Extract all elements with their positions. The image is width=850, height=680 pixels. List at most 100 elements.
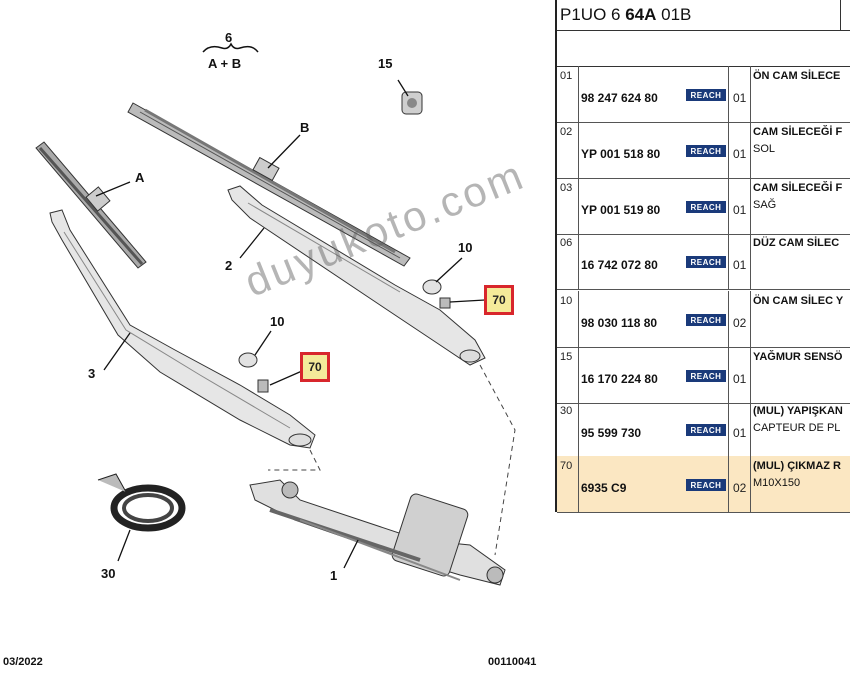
quantity: 02 — [733, 481, 747, 495]
part-cell: 16 742 072 80 REACH — [579, 233, 729, 289]
description-line-2: SOL — [753, 143, 776, 155]
table-subheader — [557, 30, 850, 67]
callout-10b: 10 — [270, 314, 285, 329]
description-line-1: YAĞMUR SENSÖ — [753, 351, 843, 363]
qty-cell: 02 — [729, 456, 751, 512]
part-number[interactable]: 98 030 118 80 — [581, 316, 658, 330]
part-number[interactable]: YP 001 518 80 — [581, 147, 661, 161]
part-cell: 95 599 730 REACH — [579, 401, 729, 457]
description-line-1: CAM SİLECEĞİ F — [753, 126, 843, 138]
qty-cell: 02 — [729, 291, 751, 347]
callout-30: 30 — [101, 566, 116, 581]
qty-cell: 01 — [729, 122, 751, 178]
description-line-2: CAPTEUR DE PL — [753, 422, 841, 434]
exploded-view-drawing — [35, 42, 516, 586]
reach-badge: REACH — [686, 424, 726, 436]
quantity: 01 — [733, 91, 747, 105]
reach-badge: REACH — [686, 479, 726, 491]
qty-cell: 01 — [729, 233, 751, 289]
rain-sensor-15 — [401, 91, 423, 115]
callout-6: 6 — [225, 30, 233, 45]
description-line-1: DÜZ CAM SİLEC — [753, 237, 840, 249]
part-number[interactable]: 16 742 072 80 — [581, 258, 658, 272]
qty-cell: 01 — [729, 401, 751, 457]
desc-cell: CAM SİLECEĞİ F SOL — [751, 122, 850, 178]
ref-number: 06 — [560, 237, 573, 249]
quantity: 01 — [733, 147, 747, 161]
ref-cell: 10 — [557, 291, 579, 347]
ref-cell: 70 — [557, 456, 579, 512]
reach-badge: REACH — [686, 145, 726, 157]
catalog-code: P1UO 6 64A 01B — [560, 5, 691, 25]
parts-diagram: 6 A + B 15 B A 2 10 10 3 30 1 70 70 duyu… — [3, 30, 536, 668]
cap-10a — [422, 279, 442, 295]
quantity: 01 — [733, 426, 747, 440]
quantity: 02 — [733, 316, 747, 330]
description-line-2: SAĞ — [753, 199, 777, 211]
highlight-70b: 70 — [300, 352, 330, 382]
callout-a-plus-b: A + B — [208, 56, 242, 71]
quantity: 01 — [733, 372, 747, 386]
table-row[interactable]: 02 YP 001 518 80 REACH 01 CAM SİLECEĞİ F SOL — [557, 122, 850, 179]
ref-number: 02 — [560, 126, 573, 138]
qty-cell: 01 — [729, 178, 751, 234]
wiper-blade-a — [35, 141, 147, 269]
callout-b: B — [300, 120, 310, 135]
part-number[interactable]: 16 170 224 80 — [581, 372, 658, 386]
callout-3: 3 — [88, 366, 96, 381]
desc-cell: ÖN CAM SİLECE — [751, 66, 850, 122]
description-line-1: (MUL) ÇIKMAZ R — [753, 460, 841, 472]
table-row[interactable]: 30 95 599 730 REACH 01 (MUL) YAPIŞKAN CAPTEUR… — [557, 401, 850, 458]
description-line-1: (MUL) YAPIŞKAN — [753, 405, 843, 417]
quantity: 01 — [733, 203, 747, 217]
desc-cell: CAM SİLECEĞİ F SAĞ — [751, 178, 850, 234]
ref-number: 30 — [560, 405, 573, 417]
table-row[interactable]: 01 98 247 624 80 REACH 01 ÖN CAM SİLECE — [557, 66, 850, 123]
reach-badge: REACH — [686, 89, 726, 101]
description-line-1: CAM SİLECEĞİ F — [753, 182, 843, 194]
qty-cell: 01 — [729, 347, 751, 403]
reach-badge: REACH — [686, 201, 726, 213]
reach-badge: REACH — [686, 256, 726, 268]
ref-number: 01 — [560, 70, 573, 82]
callout-a: A — [135, 170, 145, 185]
part-number[interactable]: 95 599 730 — [581, 426, 642, 440]
code-bold: 64A — [625, 5, 657, 24]
reach-badge: REACH — [686, 370, 726, 382]
callout-1: 1 — [330, 568, 338, 583]
ref-number: 10 — [560, 295, 573, 307]
part-number[interactable]: 6935 C9 — [581, 481, 627, 495]
part-number[interactable]: YP 001 519 80 — [581, 203, 661, 217]
callout-10a: 10 — [458, 240, 473, 255]
part-cell: 98 247 624 80 REACH — [579, 66, 729, 122]
cap-10b — [238, 352, 258, 368]
adhesive-tape-30 — [97, 473, 186, 532]
desc-cell: DÜZ CAM SİLEC — [751, 233, 850, 289]
part-cell: YP 001 519 80 REACH — [579, 178, 729, 234]
ref-number: 15 — [560, 351, 573, 363]
reach-badge: REACH — [686, 314, 726, 326]
ref-cell: 02 — [557, 122, 579, 178]
part-cell: 16 170 224 80 REACH — [579, 347, 729, 403]
description-line-1: ÖN CAM SİLEC Y — [753, 295, 844, 307]
footer-date: 03/2022 — [3, 656, 43, 668]
leader-lines — [95, 79, 486, 569]
nut-70a — [439, 297, 451, 309]
ref-cell: 01 — [557, 66, 579, 122]
code-suffix: 01B — [656, 5, 692, 24]
brace-icon — [202, 42, 259, 53]
part-number[interactable]: 98 247 624 80 — [581, 91, 658, 105]
part-cell: YP 001 518 80 REACH — [579, 122, 729, 178]
table-header: P1UO 6 64A 01B — [557, 0, 850, 31]
ref-cell: 15 — [557, 347, 579, 403]
table-row[interactable]: 15 16 170 224 80 REACH 01 YAĞMUR SENSÖ — [557, 347, 850, 404]
header-divider — [840, 0, 841, 30]
wiper-linkage-1 — [249, 479, 506, 586]
table-row[interactable]: 10 98 030 118 80 REACH 02 ÖN CAM SİLEC Y — [557, 291, 850, 348]
ref-cell: 30 — [557, 401, 579, 457]
